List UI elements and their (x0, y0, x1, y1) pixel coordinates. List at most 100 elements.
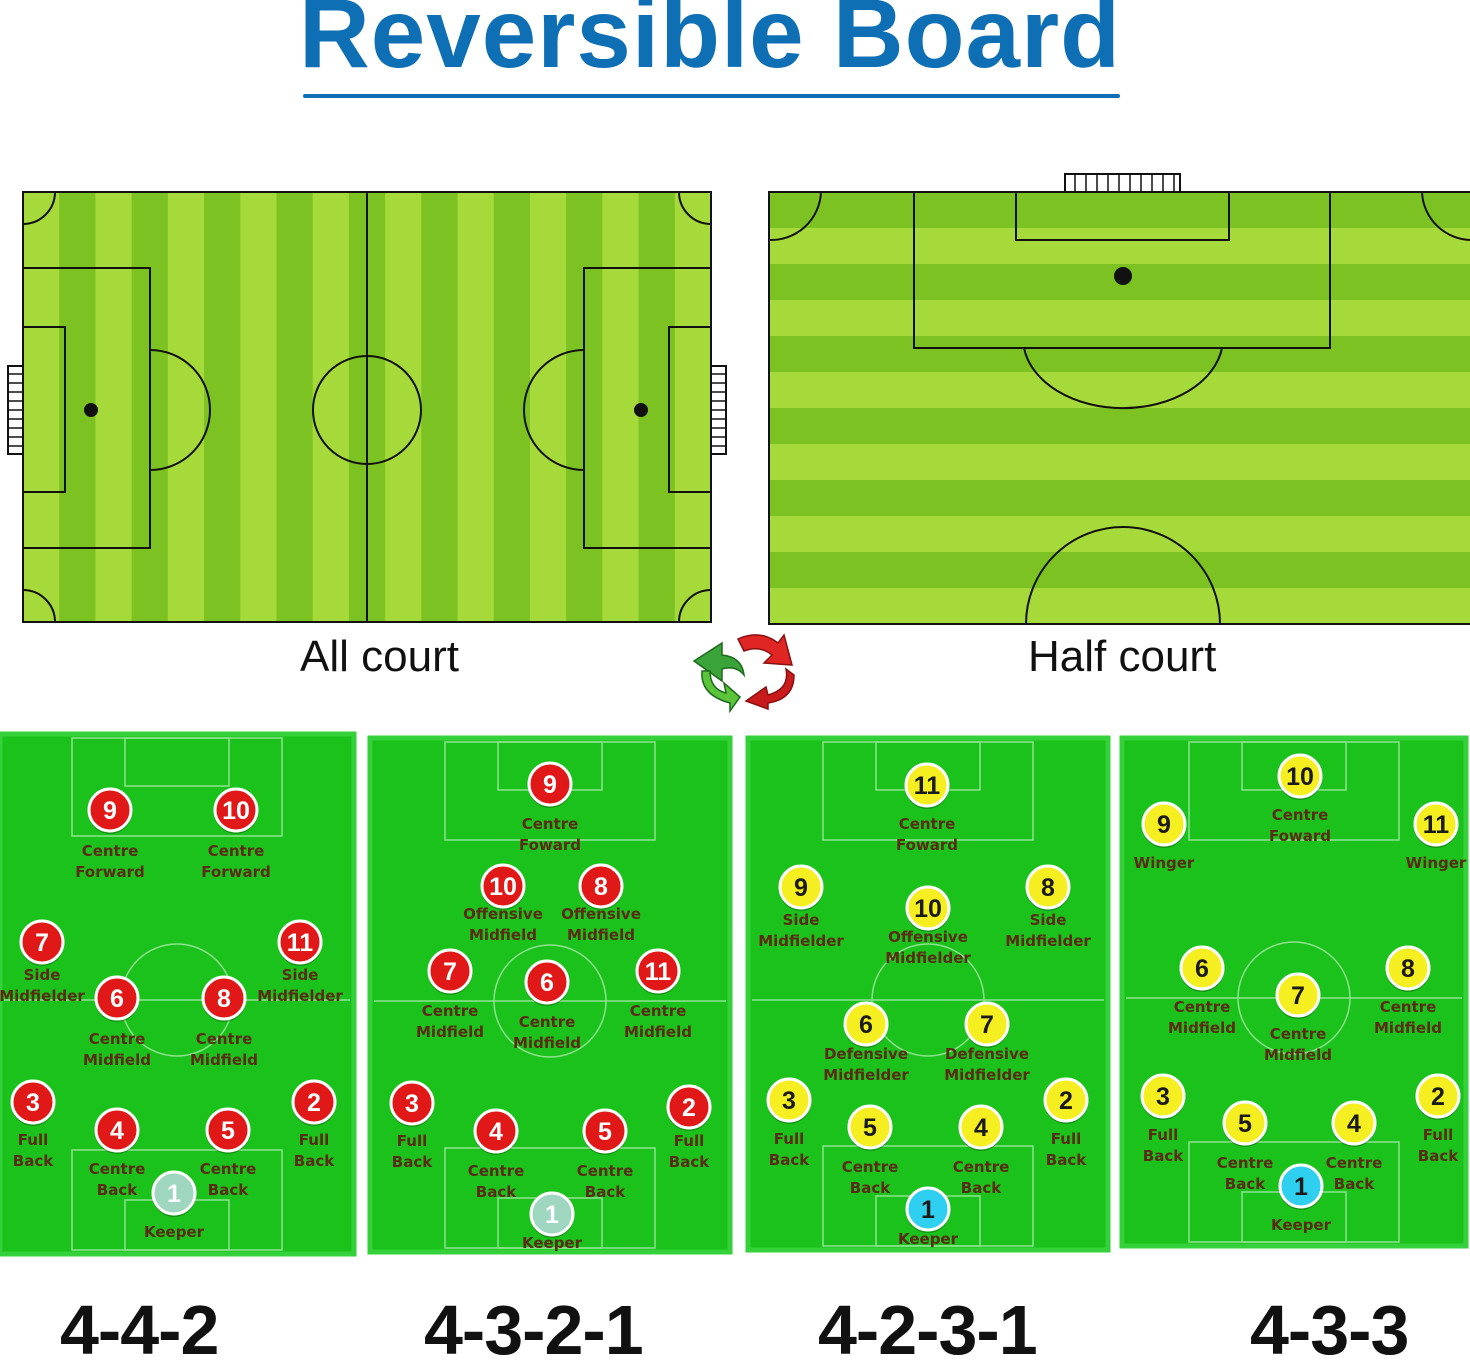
player-token (766, 1077, 812, 1123)
player-role-label: Full (1051, 1130, 1081, 1148)
player-token (291, 1079, 337, 1125)
player-number: 2 (307, 1089, 321, 1117)
player-role-label: Centre (208, 842, 265, 860)
formation-name: 4-2-3-1 (818, 1291, 1038, 1369)
player-number: 1 (1294, 1173, 1308, 1201)
player-role-label: Back (208, 1181, 249, 1199)
title-underline (303, 94, 1120, 98)
swap-arrows-icon (692, 633, 795, 714)
player-role-label: Centre (196, 1030, 253, 1048)
player-role-label: Back (294, 1152, 335, 1170)
grass-stripe (457, 192, 495, 622)
player-role-label: Keeper (144, 1223, 205, 1241)
centre-circle (871, 943, 985, 1057)
player-token (94, 975, 140, 1021)
player-token (1413, 801, 1459, 847)
player-role-label: Midfielder (758, 932, 844, 950)
player-token (205, 1107, 251, 1153)
player-role-label: Back (850, 1179, 891, 1197)
formation-name: 4-3-3 (1250, 1291, 1409, 1369)
player-token (1141, 801, 1187, 847)
player-token (389, 1080, 435, 1126)
player-token (1275, 972, 1321, 1018)
player-number: 11 (1423, 811, 1450, 839)
player-number: 3 (782, 1087, 796, 1115)
player-number: 3 (1156, 1083, 1170, 1111)
player-role-label: Back (1418, 1147, 1459, 1165)
player-token (964, 1001, 1010, 1047)
penalty-arc-right (523, 349, 585, 471)
player-role-label: Keeper (1271, 1216, 1332, 1234)
player-token (1331, 1100, 1377, 1146)
player-number: 7 (980, 1011, 994, 1039)
grass-stripe (769, 192, 1470, 229)
player-role-label: Midfield (1374, 1019, 1442, 1037)
grass-stripe (769, 516, 1470, 553)
player-role-label: Back (585, 1183, 626, 1201)
player-number: 8 (1041, 874, 1055, 902)
page-title: Reversible Board (298, 0, 1122, 88)
player-role-label: Full (1423, 1126, 1453, 1144)
formation-name: 4-3-2-1 (424, 1291, 644, 1369)
player-number: 3 (26, 1089, 40, 1117)
player-number: 9 (1157, 811, 1171, 839)
player-role-label: Offensive (561, 905, 641, 923)
player-role-label: Back (769, 1151, 810, 1169)
player-number: 5 (863, 1114, 877, 1142)
half-pitch (768, 173, 1470, 625)
player-number: 6 (1195, 955, 1209, 983)
player-number: 1 (921, 1196, 935, 1224)
player-role-label: Midfield (513, 1034, 581, 1052)
corner-arc (678, 191, 712, 225)
player-token (213, 787, 259, 833)
player-token (778, 864, 824, 910)
player-role-label: Side (1030, 911, 1067, 929)
grass-stripe (385, 192, 422, 622)
grass-stripe (769, 444, 1470, 481)
player-role-label: Centre (422, 1002, 479, 1020)
player-number: 10 (222, 797, 250, 825)
grass-stripe (312, 192, 350, 622)
player-number: 4 (1347, 1110, 1361, 1138)
formation-board-4-4-2: 9CentreForward10CentreForward7SideMidfie… (0, 731, 357, 1257)
player-role-label: Centre (1174, 998, 1231, 1016)
player-token (847, 1104, 893, 1150)
player-role-label: Back (1143, 1147, 1184, 1165)
player-number: 8 (1401, 955, 1415, 983)
player-role-label: Defensive (824, 1045, 908, 1063)
corner-arc (678, 589, 712, 623)
grass-stripe (529, 192, 567, 622)
player-role-label: Midfielder (0, 987, 85, 1005)
player-role-label: Midfield (624, 1023, 692, 1041)
player-role-label: Side (24, 966, 61, 984)
player-token (1277, 753, 1323, 799)
player-role-label: Midfielder (257, 987, 343, 1005)
centre-circle-half (1025, 526, 1221, 625)
player-token (1278, 1163, 1324, 1209)
player-role-label: Keeper (898, 1230, 959, 1248)
player-role-label: Winger (1406, 854, 1467, 872)
player-role-label: Full (774, 1130, 804, 1148)
player-number: 9 (794, 874, 808, 902)
player-number: 4 (489, 1118, 503, 1146)
player-token (87, 787, 133, 833)
player-token (666, 1084, 712, 1130)
player-role-label: Midfielder (944, 1066, 1030, 1084)
full-pitch (7, 191, 727, 623)
player-token (905, 885, 951, 931)
player-role-label: Centre (1217, 1154, 1274, 1172)
player-token (905, 1186, 951, 1232)
player-role-label: Side (783, 911, 820, 929)
player-token (582, 1108, 628, 1154)
player-role-label: Centre (89, 1160, 146, 1178)
player-token (19, 919, 65, 965)
player-number: 11 (287, 929, 314, 957)
centre-circle (312, 355, 422, 465)
player-role-label: Full (18, 1131, 48, 1149)
player-number: 2 (682, 1094, 696, 1122)
player-role-label: Centre (899, 815, 956, 833)
player-token (524, 959, 570, 1005)
player-number: 7 (443, 958, 457, 986)
player-role-label: Defensive (945, 1045, 1029, 1063)
player-role-label: Full (397, 1132, 427, 1150)
